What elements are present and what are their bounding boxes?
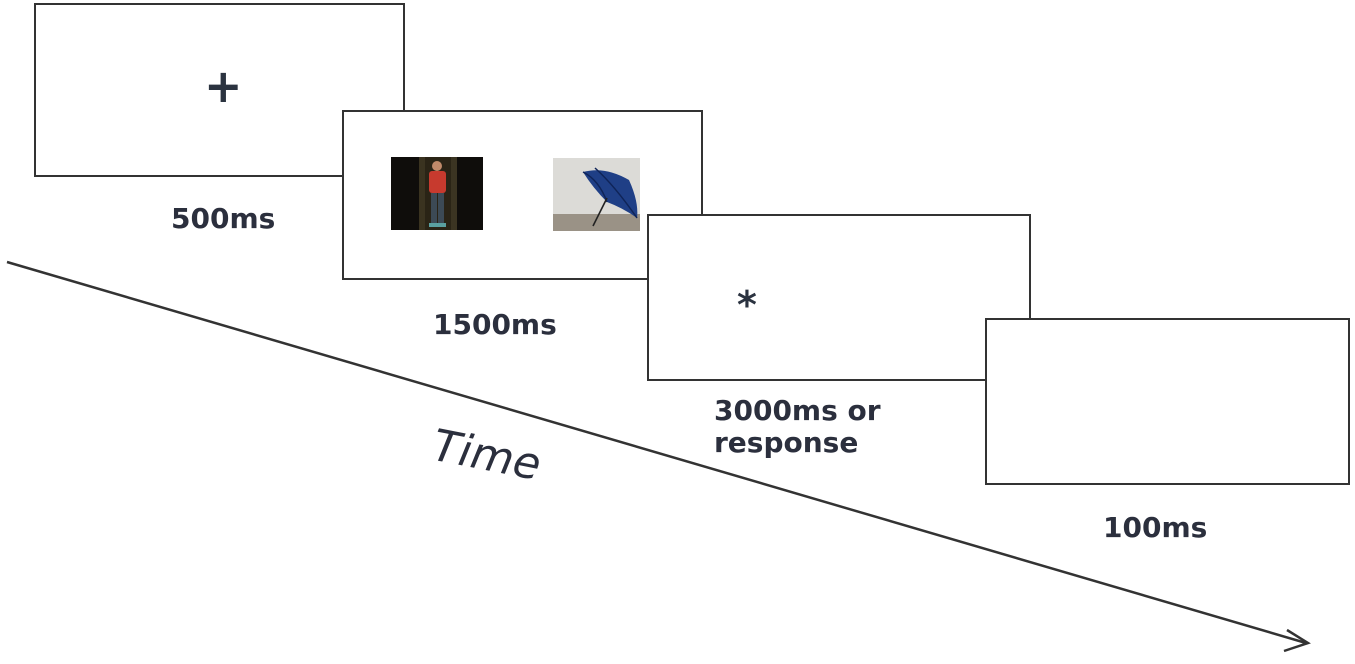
fixation-cross: + [204,59,243,113]
fixation-duration-label: 500ms [171,202,276,235]
umbrella-photo-icon [553,158,640,231]
arrow-right-icon [1283,628,1311,653]
probe-duration-label: 3000ms or response [714,394,881,460]
picture-pair-screen [342,110,703,280]
pictures-duration-label: 1500ms [433,308,557,341]
probe-asterisk: * [737,283,757,327]
blank-duration-label: 100ms [1103,511,1208,544]
probe-screen: * [647,214,1031,381]
person-photo-icon [391,157,483,230]
blank-screen [985,318,1350,485]
